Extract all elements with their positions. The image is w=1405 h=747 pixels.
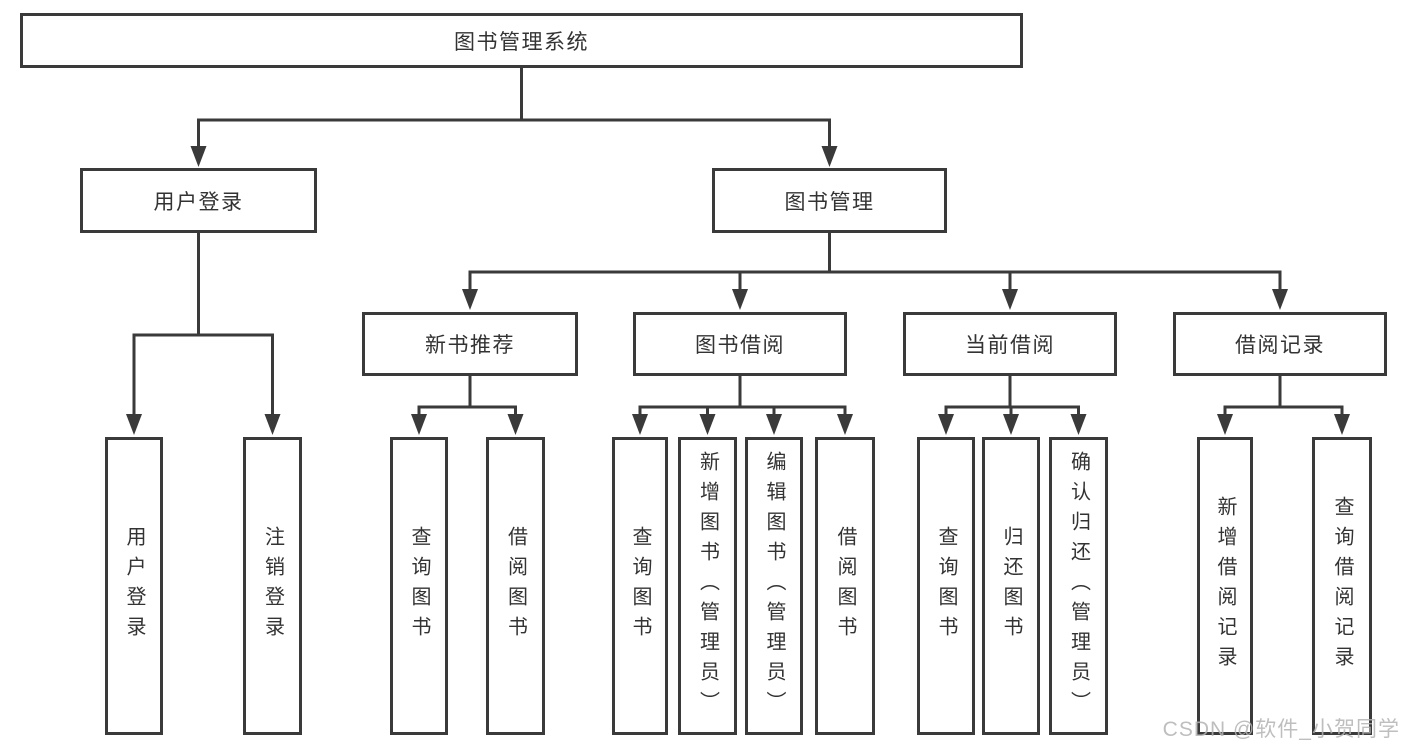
node-user-login-label: 用户登录 xyxy=(153,190,244,214)
leaf-borrow-query-books-label: 查询图书 xyxy=(629,526,651,646)
leaf-records-query-record: 查询借阅记录 xyxy=(1312,437,1372,735)
leaf-user-login: 用户登录 xyxy=(105,437,163,735)
leaf-borrow-add-books-admin-label: 新增图书（管理员） xyxy=(696,451,719,721)
node-library-system: 图书管理系统 xyxy=(20,13,1023,68)
leaf-user-login-label: 用户登录 xyxy=(123,526,145,646)
leaf-records-query-record-label: 查询借阅记录 xyxy=(1331,496,1353,676)
node-new-book-recommend-label: 新书推荐 xyxy=(425,334,515,357)
leaf-current-query-books: 查询图书 xyxy=(917,437,975,735)
node-current-borrow-label: 当前借阅 xyxy=(965,334,1055,357)
leaf-borrow-query-books: 查询图书 xyxy=(612,437,668,735)
node-book-borrow-label: 图书借阅 xyxy=(695,334,785,357)
node-book-borrow: 图书借阅 xyxy=(633,312,847,376)
leaf-borrow-borrow-books: 借阅图书 xyxy=(815,437,875,735)
leaf-borrow-edit-books-admin-label: 编辑图书（管理员） xyxy=(763,451,785,721)
node-current-borrow: 当前借阅 xyxy=(903,312,1117,376)
node-book-management: 图书管理 xyxy=(712,168,947,233)
leaf-records-add-record: 新增借阅记录 xyxy=(1197,437,1253,735)
leaf-borrow-add-books-admin: 新增图书（管理员） xyxy=(678,437,737,735)
leaf-newbooks-borrow-books: 借阅图书 xyxy=(486,437,545,735)
connector-edges xyxy=(132,66,1344,418)
node-borrow-records-label: 借阅记录 xyxy=(1235,334,1325,357)
leaf-logout: 注销登录 xyxy=(243,437,302,735)
node-new-book-recommend: 新书推荐 xyxy=(362,312,578,376)
leaf-borrow-borrow-books-label: 借阅图书 xyxy=(834,526,856,646)
leaf-borrow-edit-books-admin: 编辑图书（管理员） xyxy=(745,437,803,735)
leaf-logout-label: 注销登录 xyxy=(261,526,284,646)
leaf-newbooks-borrow-books-label: 借阅图书 xyxy=(504,526,527,646)
leaf-current-confirm-return-admin: 确认归还（管理员） xyxy=(1049,437,1108,735)
leaf-newbooks-query-books-label: 查询图书 xyxy=(408,526,430,646)
leaf-records-add-record-label: 新增借阅记录 xyxy=(1214,496,1236,676)
leaf-current-return-books: 归还图书 xyxy=(982,437,1040,735)
leaf-newbooks-query-books: 查询图书 xyxy=(390,437,448,735)
leaf-current-return-books-label: 归还图书 xyxy=(1000,526,1022,646)
node-user-login: 用户登录 xyxy=(80,168,317,233)
node-book-management-label: 图书管理 xyxy=(784,190,875,214)
leaf-current-query-books-label: 查询图书 xyxy=(935,526,957,646)
node-borrow-records: 借阅记录 xyxy=(1173,312,1387,376)
csdn-watermark: CSDN @软件_小贺同学 xyxy=(1162,718,1400,741)
node-library-system-label: 图书管理系统 xyxy=(454,30,589,54)
down-arrowhead-icons xyxy=(126,146,1350,435)
leaf-current-confirm-return-admin-label: 确认归还（管理员） xyxy=(1067,451,1090,721)
